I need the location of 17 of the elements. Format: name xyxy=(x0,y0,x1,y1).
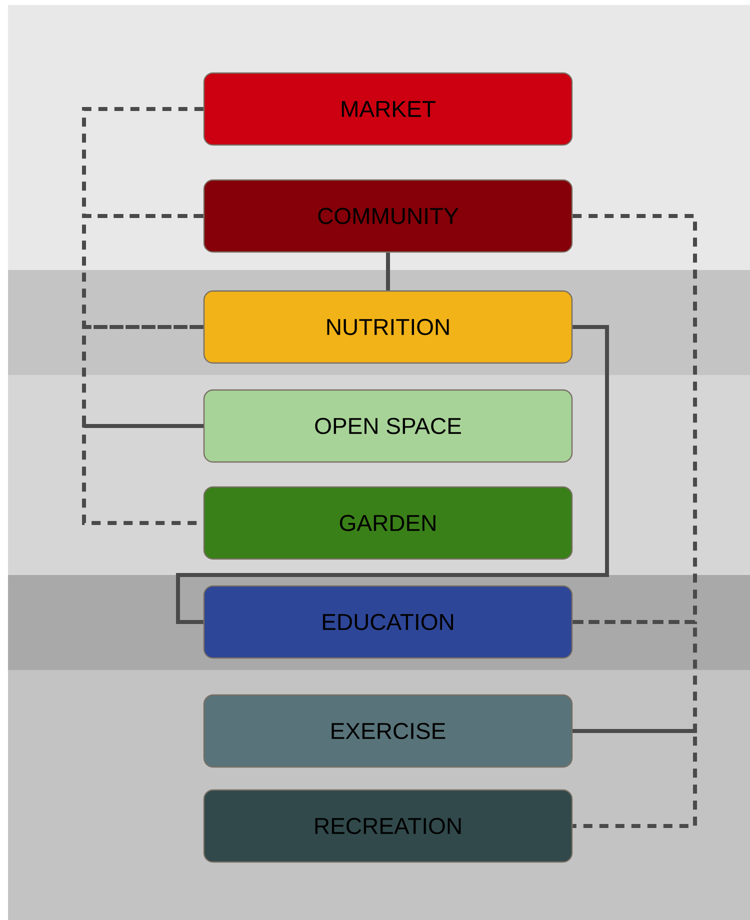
connector xyxy=(386,252,390,290)
connector xyxy=(176,325,609,624)
category-box: EXERCISE xyxy=(203,694,573,768)
category-box: MARKET xyxy=(203,72,573,146)
dashed-connector xyxy=(82,424,204,525)
dashed-connector xyxy=(572,729,697,828)
dashed-connector xyxy=(82,325,204,428)
dashed-connector xyxy=(82,214,204,329)
category-box: COMMUNITY xyxy=(203,179,573,253)
dashed-connector xyxy=(572,214,697,624)
category-box: EDUCATION xyxy=(203,585,573,659)
category-box: NUTRITION xyxy=(203,290,573,364)
category-box: RECREATION xyxy=(203,789,573,863)
dashed-connector xyxy=(82,107,204,218)
category-box: OPEN SPACE xyxy=(203,389,573,463)
category-box: GARDEN xyxy=(203,486,573,560)
dashed-connector xyxy=(572,620,697,733)
